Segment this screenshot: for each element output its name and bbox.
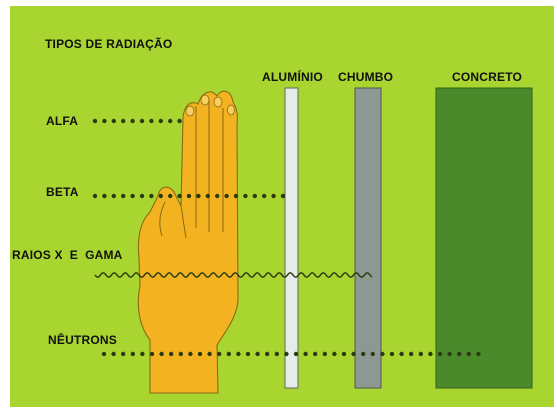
beta-dot	[186, 193, 192, 199]
hand-fingernails	[185, 94, 235, 117]
xray-gamma-wave	[94, 272, 373, 278]
beta-dot	[121, 193, 126, 199]
neutrons-dot	[207, 351, 212, 357]
beta-dot	[280, 193, 286, 199]
alfa-dot	[121, 118, 126, 124]
beta-dot	[243, 193, 248, 199]
diagram-title: TIPOS DE RADIAÇÃO	[45, 37, 173, 51]
beta-dot	[168, 193, 173, 199]
beta-dot	[130, 193, 135, 199]
neutrons-dot	[332, 351, 337, 357]
neutrons-dot	[149, 351, 155, 357]
neutrons-dot	[466, 351, 471, 357]
beta-dot	[111, 193, 117, 199]
alfa-dot	[158, 118, 163, 124]
neutrons-dot	[255, 351, 260, 357]
neutrons-dot	[351, 351, 356, 357]
neutrons-dot	[121, 351, 126, 357]
alfa-dot	[168, 118, 173, 124]
beta-dot	[233, 193, 239, 199]
neutrons-dot	[447, 351, 452, 357]
alfa-dot	[130, 118, 135, 124]
beta-dot	[92, 193, 98, 199]
alfa-dot	[139, 118, 145, 124]
neutrons-dot	[284, 351, 289, 357]
alfa-label: ALFA	[46, 114, 79, 128]
beta-dot	[262, 193, 267, 199]
neutrons-radiation-path	[101, 351, 481, 357]
neutrons-dot	[245, 351, 251, 357]
neutrons-dot	[361, 351, 366, 357]
alfa-radiation-path	[92, 118, 182, 124]
beta-label: BETA	[46, 185, 79, 199]
beta-dot	[102, 193, 107, 199]
neutrons-dot	[418, 351, 423, 357]
beta-dot	[205, 193, 210, 199]
neutrons-label: NÊUTRONS	[48, 333, 117, 347]
neutrons-dot	[226, 351, 231, 357]
chumbo-label: CHUMBO	[338, 70, 394, 84]
alfa-dot	[102, 118, 107, 124]
alfa-dot	[92, 118, 98, 124]
neutrons-dot	[437, 351, 443, 357]
neutrons-dot	[380, 351, 385, 357]
hand-finger-lines	[159, 100, 224, 239]
neutrons-dot	[188, 351, 193, 357]
neutrons-dot	[409, 351, 414, 357]
neutrons-dot	[217, 351, 222, 357]
neutrons-dot	[178, 351, 183, 357]
neutrons-dot	[389, 351, 395, 357]
beta-dot	[139, 193, 145, 199]
neutrons-dot	[265, 351, 270, 357]
beta-dot	[196, 193, 201, 199]
beta-dot	[252, 193, 257, 199]
beta-dot	[224, 193, 229, 199]
beta-dot	[177, 193, 182, 199]
neutrons-dot	[399, 351, 404, 357]
beta-dot	[271, 193, 276, 199]
hand-icon	[137, 90, 239, 394]
beta-dot	[149, 193, 154, 199]
beta-dot	[158, 193, 163, 199]
neutrons-dot	[303, 351, 308, 357]
aluminum-sheet	[284, 87, 299, 389]
aluminio-label: ALUMÍNIO	[262, 70, 323, 84]
neutrons-dot	[159, 351, 164, 357]
neutrons-dot	[130, 351, 135, 357]
alfa-dot	[111, 118, 117, 124]
alfa-dot	[149, 118, 154, 124]
neutrons-dot	[313, 351, 318, 357]
concrete-block	[435, 87, 533, 389]
neutrons-dot	[236, 351, 241, 357]
neutrons-dot	[322, 351, 327, 357]
beta-dot	[215, 193, 220, 199]
neutrons-dot	[457, 351, 462, 357]
neutrons-dot	[140, 351, 145, 357]
neutrons-dot	[101, 351, 107, 357]
concreto-label: CONCRETO	[452, 70, 523, 84]
raios-x-gama-label: RAIOS X E GAMA	[12, 248, 123, 262]
neutrons-dot	[370, 351, 375, 357]
neutrons-dot	[197, 351, 203, 357]
beta-radiation-path	[92, 193, 286, 199]
neutrons-dot	[341, 351, 347, 357]
neutrons-dot	[293, 351, 299, 357]
neutrons-dot	[274, 351, 279, 357]
neutrons-dot	[476, 351, 481, 357]
neutrons-dot	[169, 351, 174, 357]
neutrons-dot	[428, 351, 433, 357]
alfa-dot	[177, 118, 182, 124]
neutrons-dot	[111, 351, 116, 357]
lead-sheet	[354, 87, 382, 389]
